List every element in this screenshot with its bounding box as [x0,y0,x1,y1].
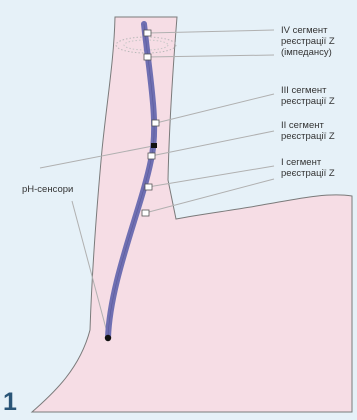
label-seg2-line1: II сегмент [281,120,335,131]
figure-number: 1 [3,388,17,417]
label-seg4-line3: (імпедансу) [281,47,335,58]
label-seg3-line1: III сегмент [281,85,335,96]
label-seg4-line1: IV сегмент [281,25,335,36]
ring-seg4-lower [144,54,151,60]
ph-sensor-lower [105,335,111,341]
label-seg2-line2: реєстрації Z [281,131,335,142]
ring-seg1-upper [145,184,152,190]
label-seg1-line1: I сегмент [281,157,335,168]
label-seg1-line2: реєстрації Z [281,168,335,179]
ring-seg4-upper [144,30,151,36]
label-ph-sensors: pH-сенсори [22,184,73,195]
esophagus-stomach-outline [32,17,352,412]
label-seg4-line2: реєстрації Z [281,36,335,47]
ph-sensor-upper [151,143,157,148]
label-seg3-line2: реєстрації Z [281,96,335,107]
ring-seg2 [148,153,155,159]
ring-seg3 [152,120,159,126]
ring-seg1-lower [142,210,149,216]
